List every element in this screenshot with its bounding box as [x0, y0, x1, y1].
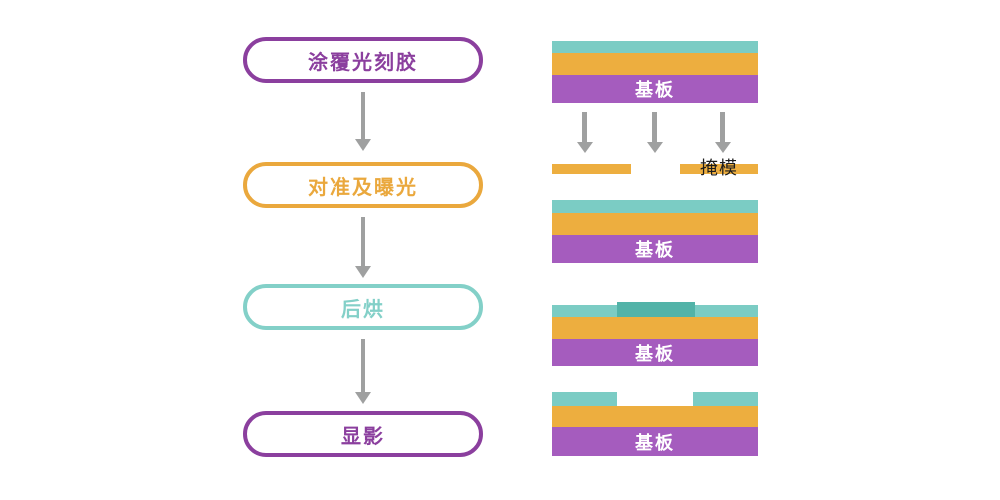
substrate-label: 基板 — [635, 80, 675, 100]
mask-bar-left — [552, 164, 631, 174]
mask-bar-right — [680, 164, 758, 174]
photoresist-layer — [552, 200, 758, 213]
exposure-arrow-down-icon — [715, 142, 731, 153]
flow-arrow-down-icon — [355, 266, 371, 278]
substrate-label: 基板 — [635, 432, 675, 453]
flow-step-develop: 显影 — [243, 411, 483, 457]
mask-label: 掩模 — [700, 158, 738, 178]
exposure-arrow-down-icon — [577, 142, 593, 153]
substrate-layer: 基板 — [552, 339, 758, 366]
flow-step-develop-label: 显影 — [341, 425, 385, 448]
flow-step-post-bake-label: 后烘 — [341, 298, 385, 321]
substrate-layer: 基板 — [552, 75, 758, 103]
photoresist-layer — [552, 41, 758, 53]
flow-arrow-down-icon — [361, 217, 365, 266]
flow-step-coat-resist-label: 涂覆光刻胶 — [308, 51, 418, 74]
flow-arrow-down-icon — [361, 92, 365, 139]
substrate-label: 基板 — [635, 343, 675, 364]
oxide-layer — [552, 213, 758, 235]
exposure-arrow-down-icon — [720, 112, 725, 142]
flow-arrow-down-icon — [355, 392, 371, 404]
photoresist-layer-left — [552, 392, 617, 406]
flow-step-post-bake: 后烘 — [243, 284, 483, 330]
exposure-arrow-down-icon — [647, 142, 663, 153]
photoresist-layer-right — [693, 392, 758, 406]
substrate-layer: 基板 — [552, 427, 758, 456]
oxide-layer — [552, 53, 758, 75]
flow-arrow-down-icon — [361, 339, 365, 392]
flow-arrow-down-icon — [355, 139, 371, 151]
substrate-label: 基板 — [635, 240, 675, 260]
substrate-layer: 基板 — [552, 235, 758, 263]
flow-step-coat-resist: 涂覆光刻胶 — [243, 37, 483, 83]
flow-step-align-expose: 对准及曝光 — [243, 162, 483, 208]
exposure-arrow-down-icon — [582, 112, 587, 142]
exposure-arrow-down-icon — [652, 112, 657, 142]
oxide-layer — [552, 406, 758, 427]
exposed-photoresist-region — [617, 302, 695, 317]
oxide-layer — [552, 317, 758, 339]
flow-step-align-expose-label: 对准及曝光 — [308, 176, 418, 199]
